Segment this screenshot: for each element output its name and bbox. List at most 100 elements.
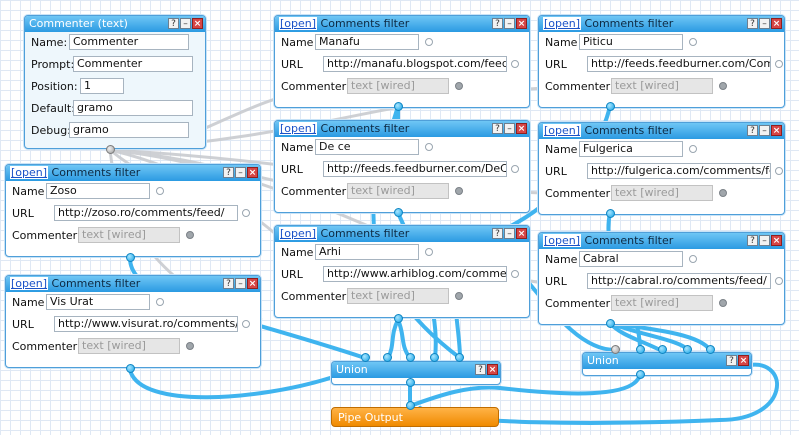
minimize-icon[interactable]: – (504, 228, 515, 239)
name-input[interactable]: Fulgerica (579, 141, 683, 157)
close-icon[interactable]: × (516, 18, 527, 29)
minimize-icon[interactable]: – (759, 125, 770, 136)
url-input[interactable]: http://cabral.ro/comments/feed/ (587, 273, 771, 289)
union-titlebar[interactable]: Union ? × (583, 353, 751, 369)
help-icon[interactable]: ? (223, 167, 234, 178)
name-input[interactable]: Commenter (69, 34, 189, 50)
url-input[interactable]: http://feeds.feedburner.com/Comr (587, 56, 771, 72)
union-module-center[interactable]: Union ? × (331, 361, 501, 385)
union-output-terminal[interactable] (406, 378, 415, 387)
url-terminal-icon[interactable] (775, 277, 783, 285)
commenter-terminal-icon[interactable] (186, 342, 194, 350)
minimize-icon[interactable]: – (759, 18, 770, 29)
url-terminal-icon[interactable] (511, 165, 519, 173)
commenter-terminal-icon[interactable] (719, 189, 727, 197)
name-terminal-icon[interactable] (689, 38, 697, 46)
help-icon[interactable]: ? (223, 278, 234, 289)
default-input[interactable]: gramo (73, 100, 193, 116)
help-icon[interactable]: ? (492, 18, 503, 29)
minimize-icon[interactable]: – (504, 18, 515, 29)
union-input-terminal[interactable] (383, 353, 392, 362)
url-input[interactable]: http://zoso.ro/comments/feed/ (54, 205, 238, 221)
pipe-output-input-terminal[interactable] (406, 401, 415, 410)
close-icon[interactable]: × (771, 18, 782, 29)
comments-filter-fulgerica[interactable]: [open] Comments filter ? – × Name Fulger… (538, 122, 785, 215)
comments-filter-piticu[interactable]: [open] Comments filter ? – × Name Piticu… (538, 15, 785, 108)
url-terminal-icon[interactable] (775, 167, 783, 175)
filter-titlebar[interactable]: [open] Comments filter ? – × (275, 226, 529, 242)
close-icon[interactable]: × (771, 125, 782, 136)
url-terminal-icon[interactable] (775, 60, 783, 68)
commenter-titlebar[interactable]: Commenter (text) ? – × (25, 16, 205, 32)
url-terminal-icon[interactable] (511, 270, 519, 278)
url-terminal-icon[interactable] (242, 320, 250, 328)
commenter-terminal-icon[interactable] (719, 299, 727, 307)
commenter-terminal-icon[interactable] (455, 187, 463, 195)
help-icon[interactable]: ? (726, 355, 737, 366)
open-link[interactable]: [open] (279, 227, 318, 240)
close-icon[interactable]: × (516, 123, 527, 134)
union-input-terminal[interactable] (706, 345, 715, 354)
filter-output-terminal[interactable] (126, 364, 135, 373)
name-input[interactable]: Cabral (579, 251, 683, 267)
name-input[interactable]: Zoso (46, 183, 150, 199)
help-icon[interactable]: ? (747, 18, 758, 29)
name-input[interactable]: De ce (315, 139, 419, 155)
name-input[interactable]: Piticu (579, 34, 683, 50)
url-input[interactable]: http://www.arhiblog.com/comment (323, 266, 507, 282)
open-link[interactable]: [open] (10, 166, 49, 179)
url-input[interactable]: http://manafu.blogspot.com/feeds. (323, 56, 507, 72)
union-output-terminal[interactable] (636, 370, 645, 379)
minimize-icon[interactable]: – (235, 278, 246, 289)
union-module-right[interactable]: Union ? × (582, 352, 752, 376)
close-icon[interactable]: × (247, 167, 258, 178)
comments-filter-manafu[interactable]: [open] Comments filter ? – × Name Manafu… (274, 15, 530, 108)
help-icon[interactable]: ? (747, 235, 758, 246)
comments-filter-vis-urat[interactable]: [open] Comments filter ? – × Name Vis Ur… (5, 275, 261, 368)
commenter-terminal-icon[interactable] (455, 82, 463, 90)
open-link[interactable]: [open] (10, 277, 49, 290)
filter-titlebar[interactable]: [open] Comments filter ? – × (6, 165, 260, 181)
prompt-input[interactable]: Commenter (73, 56, 193, 72)
name-input[interactable]: Vis Urat (46, 294, 150, 310)
union-input-terminal[interactable] (611, 345, 620, 354)
filter-titlebar[interactable]: [open] Comments filter ? – × (6, 276, 260, 292)
url-terminal-icon[interactable] (511, 60, 519, 68)
union-input-terminal[interactable] (430, 353, 439, 362)
filter-output-terminal[interactable] (606, 319, 615, 328)
filter-titlebar[interactable]: [open] Comments filter ? – × (539, 16, 784, 32)
help-icon[interactable]: ? (492, 123, 503, 134)
name-terminal-icon[interactable] (156, 187, 164, 195)
minimize-icon[interactable]: – (759, 235, 770, 246)
name-terminal-icon[interactable] (689, 255, 697, 263)
close-icon[interactable]: × (738, 355, 749, 366)
minimize-icon[interactable]: – (180, 18, 191, 29)
commenter-text-module[interactable]: Commenter (text) ? – × Name: Commenter P… (24, 15, 206, 149)
filter-titlebar[interactable]: [open] Comments filter ? – × (539, 233, 784, 249)
filter-titlebar[interactable]: [open] Comments filter ? – × (275, 16, 529, 32)
close-icon[interactable]: × (487, 364, 498, 375)
help-icon[interactable]: ? (475, 364, 486, 375)
name-terminal-icon[interactable] (156, 298, 164, 306)
commenter-terminal-icon[interactable] (719, 82, 727, 90)
filter-output-terminal[interactable] (606, 209, 615, 218)
comments-filter-arhi[interactable]: [open] Comments filter ? – × Name Arhi U… (274, 225, 530, 318)
comments-filter-de-ce[interactable]: [open] Comments filter ? – × Name De ce … (274, 120, 530, 213)
close-icon[interactable]: × (247, 278, 258, 289)
name-terminal-icon[interactable] (689, 145, 697, 153)
close-icon[interactable]: × (516, 228, 527, 239)
url-input[interactable]: http://www.visurat.ro/comments/fe (54, 316, 238, 332)
name-terminal-icon[interactable] (425, 143, 433, 151)
filter-titlebar[interactable]: [open] Comments filter ? – × (275, 121, 529, 137)
filter-output-terminal[interactable] (394, 208, 403, 217)
open-link[interactable]: [open] (543, 234, 582, 247)
open-link[interactable]: [open] (279, 17, 318, 30)
url-input[interactable]: http://fulgerica.com/comments/fee (587, 163, 771, 179)
help-icon[interactable]: ? (492, 228, 503, 239)
name-terminal-icon[interactable] (425, 248, 433, 256)
name-input[interactable]: Manafu (315, 34, 419, 50)
help-icon[interactable]: ? (168, 18, 179, 29)
union-input-terminal[interactable] (455, 353, 464, 362)
open-link[interactable]: [open] (543, 124, 582, 137)
minimize-icon[interactable]: – (235, 167, 246, 178)
